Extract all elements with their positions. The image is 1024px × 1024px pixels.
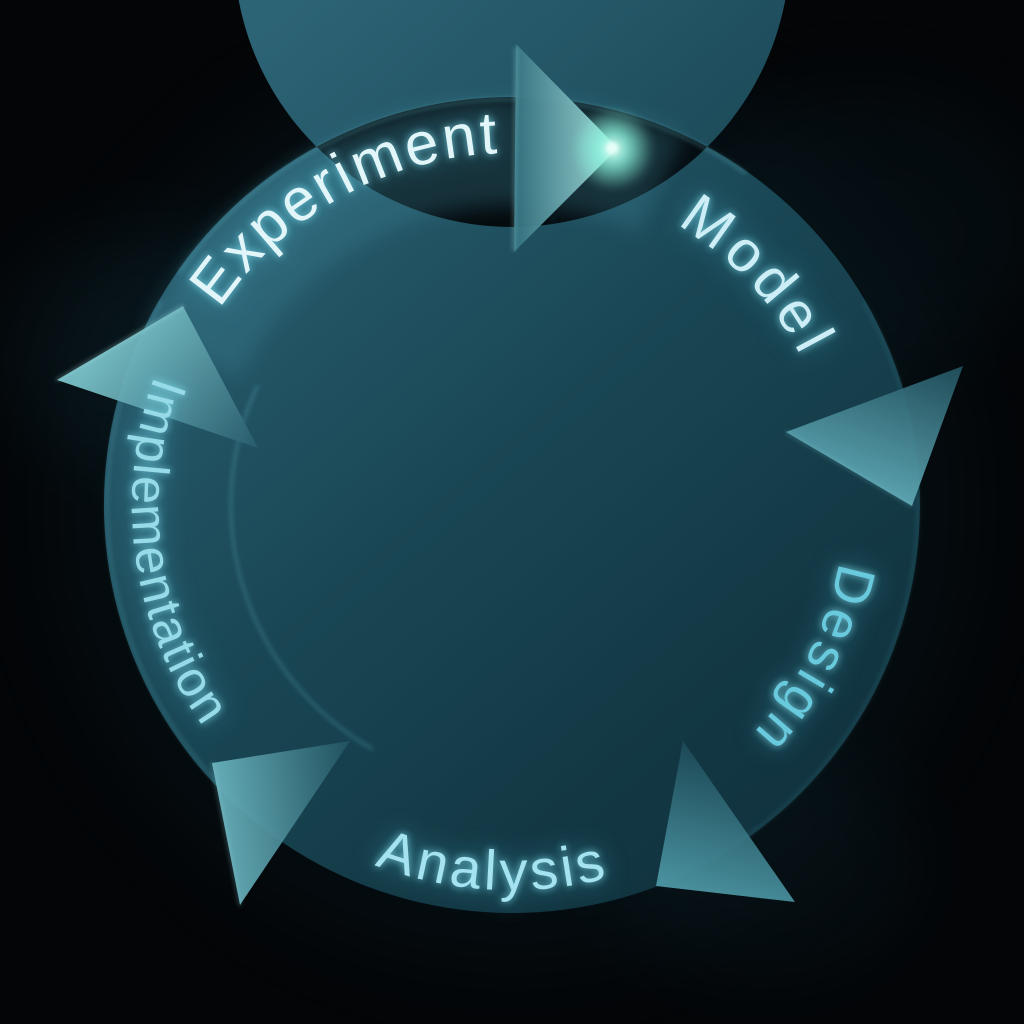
arrow-edge-highlight [513,47,517,251]
arrow-edge-highlight [211,762,241,906]
arrow-experiment-to-model [514,44,618,252]
rim-light-left-inner [229,384,373,750]
arrow-implementation-to-experiment [57,306,258,448]
rim-light-top [178,97,747,274]
ring [103,0,920,913]
arrow-analysis-to-implementation [212,741,350,905]
arrow-edge-highlight [785,431,913,507]
arrow-model-to-design [786,366,963,506]
arrow-tip-glow-core [606,142,618,154]
arrow-edge-highlight [56,305,184,381]
flow-arrows [56,44,963,906]
arrow-design-to-analysis [656,741,795,902]
